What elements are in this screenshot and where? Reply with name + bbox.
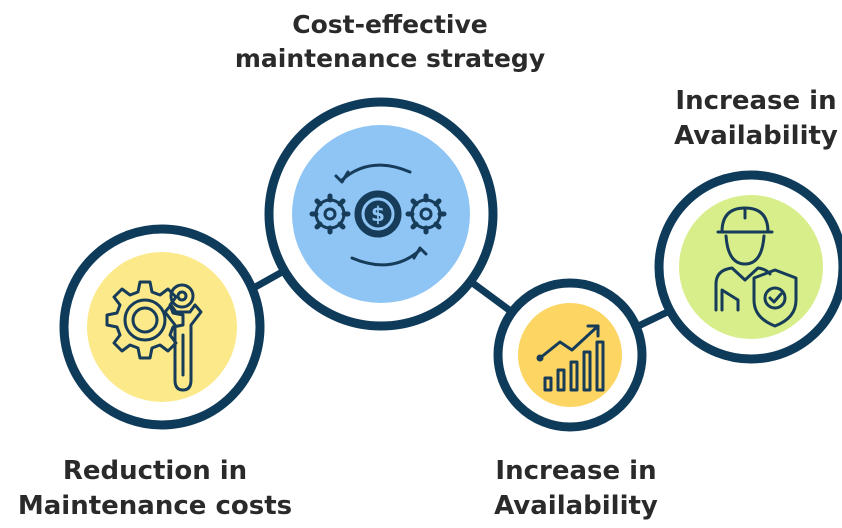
node-title-line: Reduction in [62,456,248,486]
worker-shield-icon [714,206,798,328]
node-title-line: Availability [674,121,838,152]
node-title-line: Increase in [675,86,837,116]
node-title-availability-mid: Increase in Availability [456,454,696,524]
node-title-line: Cost-effective [292,10,488,39]
node-right [654,170,842,364]
node-left [59,224,265,430]
node-mid [493,278,647,432]
gears-dollar-cycle-icon: $ [309,163,447,267]
growth-chart-icon [536,324,605,392]
node-title-line: Availability [494,491,658,522]
node-title-cost-effective: Cost-effective maintenance strategy [200,8,580,76]
gear-wrench-icon [105,280,203,392]
svg-text:$: $ [371,202,385,226]
node-title-availability-right: Increase in Availability [636,84,842,154]
node-title-line: maintenance strategy [234,43,546,73]
node-title-reduction: Reduction in Maintenance costs [0,454,310,524]
node-title-line: Maintenance costs [17,491,293,522]
node-title-line: Increase in [495,456,657,486]
node-top: $ [264,97,498,331]
